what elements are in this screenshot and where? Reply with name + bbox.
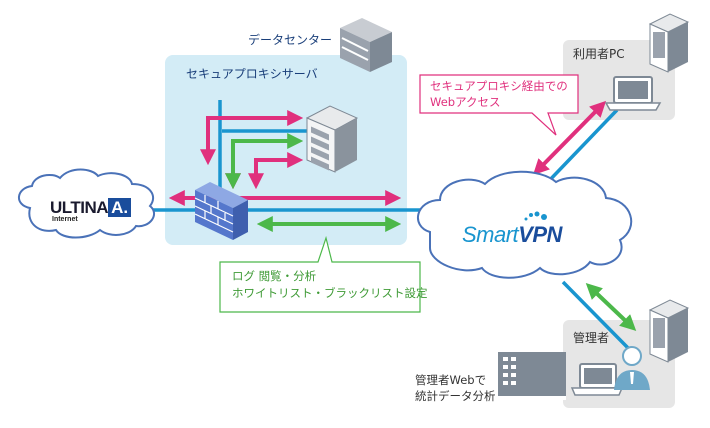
laptop-icon	[604, 76, 662, 111]
web-access-callout-line2: Webアクセス	[430, 95, 501, 109]
admin-label: 管理者	[573, 331, 610, 345]
proxy-server-icon	[305, 105, 359, 173]
vpn-logo-dots-icon	[524, 211, 547, 221]
user-pc-label: 利用者PC	[573, 47, 625, 61]
web-access-callout	[419, 74, 579, 136]
log-callout	[219, 235, 421, 313]
smartvpn-brand-smart: Smart	[462, 222, 519, 247]
internet-cloud	[18, 168, 155, 239]
web-access-callout-line1: セキュアプロキシ経由での	[430, 79, 568, 93]
smartvpn-logo: SmartVPN	[462, 222, 562, 248]
building-icon	[648, 299, 690, 363]
vpn-cloud	[417, 170, 633, 279]
admin-web-label-line2: 統計データ分析	[415, 389, 496, 403]
log-callout-line2: ホワイトリスト・ブラックリスト設定	[232, 286, 428, 300]
firewall-icon	[194, 182, 248, 240]
admin-dashboard-icon	[498, 352, 566, 400]
admin-web-label-line1: 管理者Webで	[415, 373, 487, 387]
ultina-brand: ULTINA	[50, 198, 109, 217]
building-icon	[648, 13, 690, 73]
log-callout-line1: ログ 閲覧・分析	[232, 269, 317, 283]
internet-label: Internet	[52, 216, 78, 223]
ultina-brand-mark: A.	[108, 198, 132, 217]
datacenter-server-rack-icon	[340, 18, 392, 72]
datacenter-label: データセンター	[248, 33, 333, 47]
laptop-icon	[570, 363, 624, 396]
smartvpn-brand-vpn: VPN	[518, 222, 562, 247]
proxy-server-label: セキュアプロキシサーバ	[186, 67, 318, 81]
admin-person-icon	[614, 346, 650, 390]
